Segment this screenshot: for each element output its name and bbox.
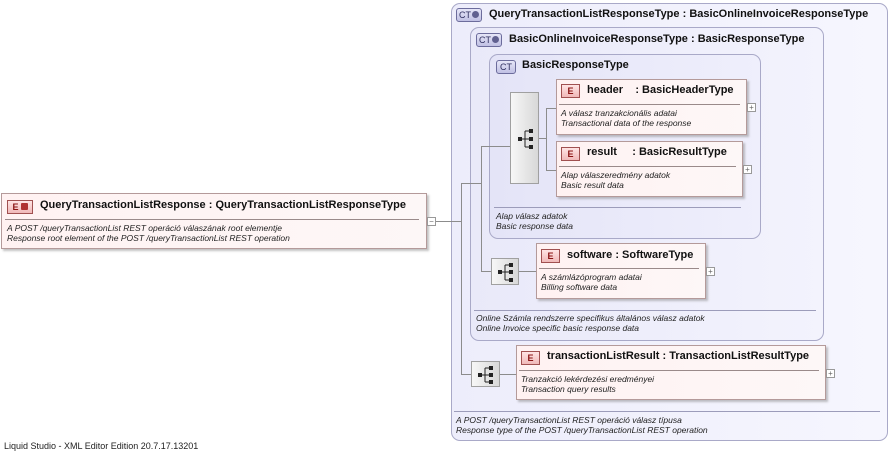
sequence-compositor-outer[interactable] [471, 361, 500, 387]
sequence-compositor-icon [518, 129, 533, 149]
app-footer-label: Liquid Studio - XML Editor Edition 20.7.… [4, 441, 199, 451]
connector-line [500, 374, 516, 375]
element-badge-icon: E [7, 200, 33, 214]
expand-icon[interactable]: + [826, 369, 835, 378]
result-element-box[interactable] [556, 141, 743, 197]
result-element-separator [559, 166, 736, 167]
sequence-compositor-icon [478, 366, 493, 384]
middle-type-separator [474, 310, 816, 311]
collapse-icon[interactable]: − [427, 217, 436, 226]
connector-line [461, 374, 471, 375]
connector-line [519, 271, 536, 272]
software-element-box[interactable] [536, 243, 706, 299]
header-element-box[interactable] [556, 79, 747, 135]
complex-type-badge-icon: CT [456, 8, 482, 22]
complex-type-badge-icon: CT [476, 33, 502, 47]
software-element-separator [539, 268, 699, 269]
sequence-compositor-inner[interactable] [510, 92, 539, 184]
outer-type-title[interactable]: QueryTransactionListResponseType : Basic… [489, 8, 869, 20]
connector-line [546, 170, 556, 171]
expand-icon[interactable]: + [743, 165, 752, 174]
transaction-list-result-element-separator [519, 370, 819, 371]
connector-line [481, 146, 482, 271]
header-element-title[interactable]: header : BasicHeaderType [587, 84, 734, 96]
middle-type-documentation: Online Számla rendszerre specifikus álta… [476, 313, 705, 333]
result-element-title[interactable]: result : BasicResultType [587, 146, 727, 158]
connector-line [481, 146, 510, 147]
complex-type-badge-icon: CT [496, 60, 516, 74]
sequence-compositor-icon [498, 263, 513, 282]
connector-line [427, 221, 461, 222]
transaction-list-result-element-title[interactable]: transactionListResult : TransactionListR… [547, 350, 810, 362]
connector-line [461, 183, 462, 374]
connector-line [539, 138, 546, 139]
root-element-title[interactable]: QueryTransactionListResponse : QueryTran… [40, 199, 406, 211]
outer-type-separator [454, 411, 880, 412]
expand-icon[interactable]: + [706, 267, 715, 276]
connector-line [546, 108, 556, 109]
sequence-compositor-middle[interactable] [491, 258, 519, 285]
element-badge-icon: E [561, 84, 580, 98]
expand-icon[interactable]: + [747, 103, 756, 112]
inner-type-title[interactable]: BasicResponseType [522, 59, 629, 71]
element-badge-icon: E [541, 249, 560, 263]
header-element-separator [559, 104, 740, 105]
transaction-list-result-element-box[interactable] [516, 345, 826, 400]
root-element-box[interactable] [1, 193, 427, 249]
outer-type-documentation: A POST /queryTransactionList REST operác… [456, 415, 708, 435]
element-badge-icon: E [521, 351, 540, 365]
software-element-title[interactable]: software : SoftwareType [567, 249, 694, 261]
root-element-documentation: A POST /queryTransactionList REST operác… [7, 223, 290, 243]
connector-line [461, 183, 482, 184]
connector-line [481, 271, 491, 272]
root-element-separator [5, 219, 419, 220]
connector-line [546, 108, 547, 170]
element-badge-icon: E [561, 147, 580, 161]
middle-type-title[interactable]: BasicOnlineInvoiceResponseType : BasicRe… [509, 33, 805, 45]
inner-type-separator [494, 207, 741, 208]
